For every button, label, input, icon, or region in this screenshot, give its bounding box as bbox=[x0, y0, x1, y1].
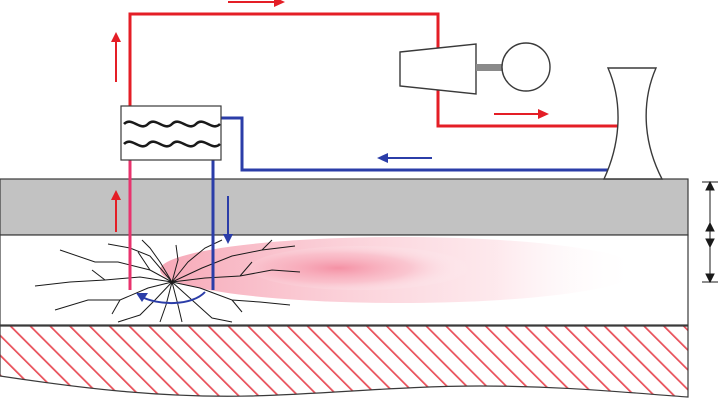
basement-rock bbox=[0, 325, 689, 398]
cold-flow-left-head bbox=[377, 153, 388, 163]
cooling-tower bbox=[602, 67, 664, 180]
heat-exchanger-coil-top bbox=[123, 120, 221, 128]
fluid-flow-up-head bbox=[111, 190, 121, 200]
circulation-arc-head bbox=[136, 293, 148, 302]
flow-arrows bbox=[111, 0, 549, 244]
heat-plume-core bbox=[250, 246, 470, 290]
hot-flow-right-lower-head bbox=[538, 109, 549, 119]
cold-pipe bbox=[220, 116, 616, 172]
hot-pipe bbox=[128, 12, 626, 128]
thickness-marker bbox=[702, 180, 718, 284]
caprock-layer bbox=[0, 178, 689, 236]
generator bbox=[501, 42, 551, 92]
hot-flow-up-head bbox=[111, 32, 121, 42]
turbine bbox=[399, 43, 477, 95]
cold-flow-down-head bbox=[223, 234, 233, 244]
circulation-arc bbox=[139, 291, 206, 305]
hot-flow-right-top-head bbox=[274, 0, 285, 7]
turbine-shaft bbox=[476, 64, 504, 71]
heat-exchanger-coil-bottom bbox=[123, 140, 221, 148]
heat-exchanger bbox=[120, 105, 222, 161]
